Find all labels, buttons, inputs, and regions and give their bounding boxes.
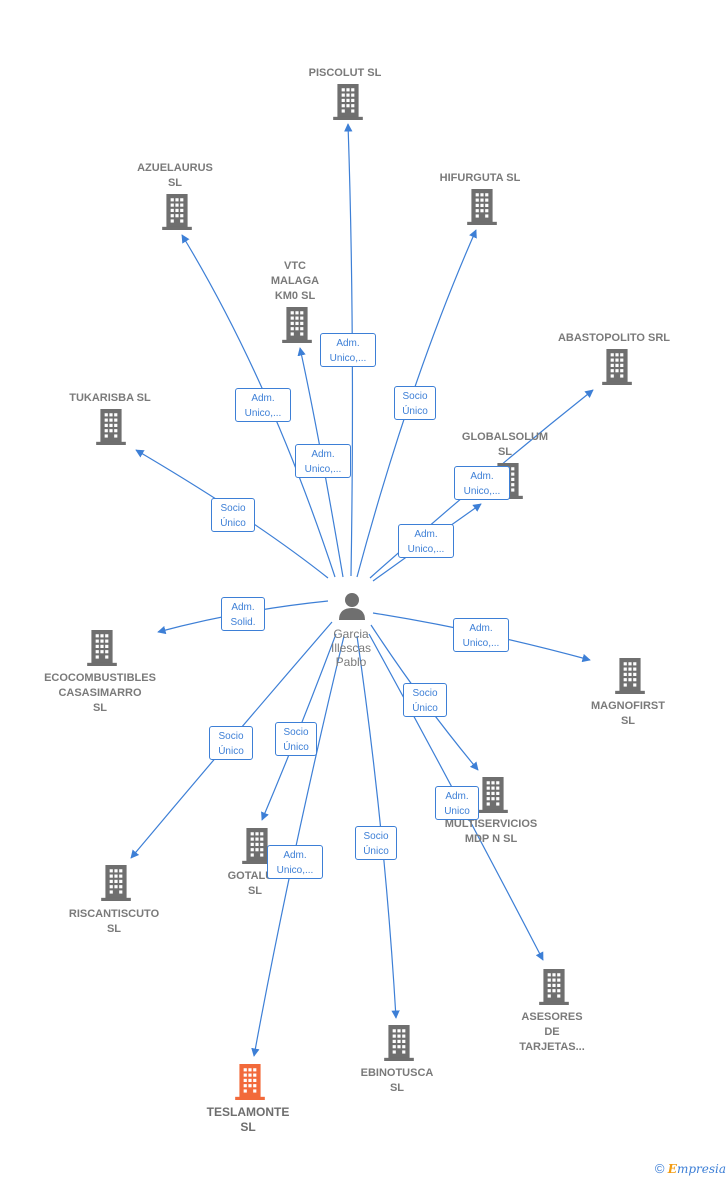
building-icon-piscolut[interactable] — [333, 84, 363, 120]
relation-label-teslamonte[interactable]: Adm. Unico,... — [267, 845, 323, 879]
relation-label-globalsolum[interactable]: Adm. Unico,... — [398, 524, 454, 558]
company-label-asesores[interactable]: ASESORES DE TARJETAS... — [519, 1011, 585, 1053]
building-icon-magnofirst[interactable] — [615, 658, 645, 694]
company-label-riscantiscuto[interactable]: RISCANTISCUTO SL — [68, 908, 160, 935]
company-label-globalsolum[interactable]: GLOBALSOLUM SL — [461, 431, 549, 458]
company-label-piscolut[interactable]: PISCOLUT SL — [308, 67, 382, 79]
relation-label-tukarisba[interactable]: Socio Único — [211, 498, 255, 532]
building-icon-teslamonte[interactable] — [235, 1064, 265, 1100]
building-icon-ebinotusca[interactable] — [384, 1025, 414, 1061]
company-label-vtc[interactable]: VTC MALAGA KM0 SL — [270, 260, 320, 302]
company-label-tukarisba[interactable]: TUKARISBA SL — [69, 392, 151, 404]
copyright-symbol: © — [654, 1161, 665, 1176]
company-label-magnofirst[interactable]: MAGNOFIRST SL — [591, 700, 665, 727]
brand-name: mpresia — [676, 1162, 726, 1176]
company-label-hifurguta[interactable]: HIFURGUTA SL — [439, 172, 521, 184]
relation-label-vtc[interactable]: Adm. Unico,... — [295, 444, 351, 478]
relation-label-gotalum[interactable]: Socio Único — [275, 722, 317, 756]
building-icon-asesores[interactable] — [539, 969, 569, 1005]
relation-label-abastopolito[interactable]: Adm. Unico,... — [454, 466, 510, 500]
person-icon[interactable] — [339, 593, 365, 620]
building-icon-azuelaurus[interactable] — [162, 194, 192, 230]
building-icon-ecocombustibles[interactable] — [87, 630, 117, 666]
brand-initial: E — [667, 1162, 677, 1176]
relation-label-azuelaurus[interactable]: Adm. Unico,... — [235, 388, 291, 422]
relation-label-piscolut[interactable]: Adm. Unico,... — [320, 333, 376, 367]
building-icon-multiservicios[interactable] — [478, 777, 508, 813]
company-label-abastopolito[interactable]: ABASTOPOLITO SRL — [557, 332, 671, 344]
center-person-label[interactable]: Garcia Illescas Pablo — [330, 627, 371, 669]
relation-label-multiservicios[interactable]: Socio Único — [403, 683, 447, 717]
relation-label-asesores[interactable]: Adm. Unico — [435, 786, 479, 820]
company-label-azuelaurus[interactable]: AZUELAURUS SL — [137, 162, 213, 189]
building-icon-hifurguta[interactable] — [467, 189, 497, 225]
company-label-ebinotusca[interactable]: EBINOTUSCA SL — [360, 1067, 434, 1094]
building-icon-riscantiscuto[interactable] — [101, 865, 131, 901]
relation-label-hifurguta[interactable]: Socio Único — [394, 386, 436, 420]
relation-label-magnofirst[interactable]: Adm. Unico,... — [453, 618, 509, 652]
footer-brand: © Empresia — [655, 1161, 726, 1176]
relation-label-ecocombustibles[interactable]: Adm. Solid. — [221, 597, 265, 631]
company-label-teslamonte[interactable]: TESLAMONTE SL — [206, 1105, 290, 1134]
relation-label-riscantiscuto[interactable]: Socio Único — [209, 726, 253, 760]
relation-label-ebinotusca[interactable]: Socio Único — [355, 826, 397, 860]
company-label-multiservicios[interactable]: MULTISERVICIOS MDP N SL — [444, 818, 538, 845]
building-icon-abastopolito[interactable] — [602, 349, 632, 385]
company-label-ecocombustibles[interactable]: ECOCOMBUSTIBLES CASASIMARRO SL — [44, 672, 156, 714]
building-icon-tukarisba[interactable] — [96, 409, 126, 445]
building-icon-vtc[interactable] — [282, 307, 312, 343]
